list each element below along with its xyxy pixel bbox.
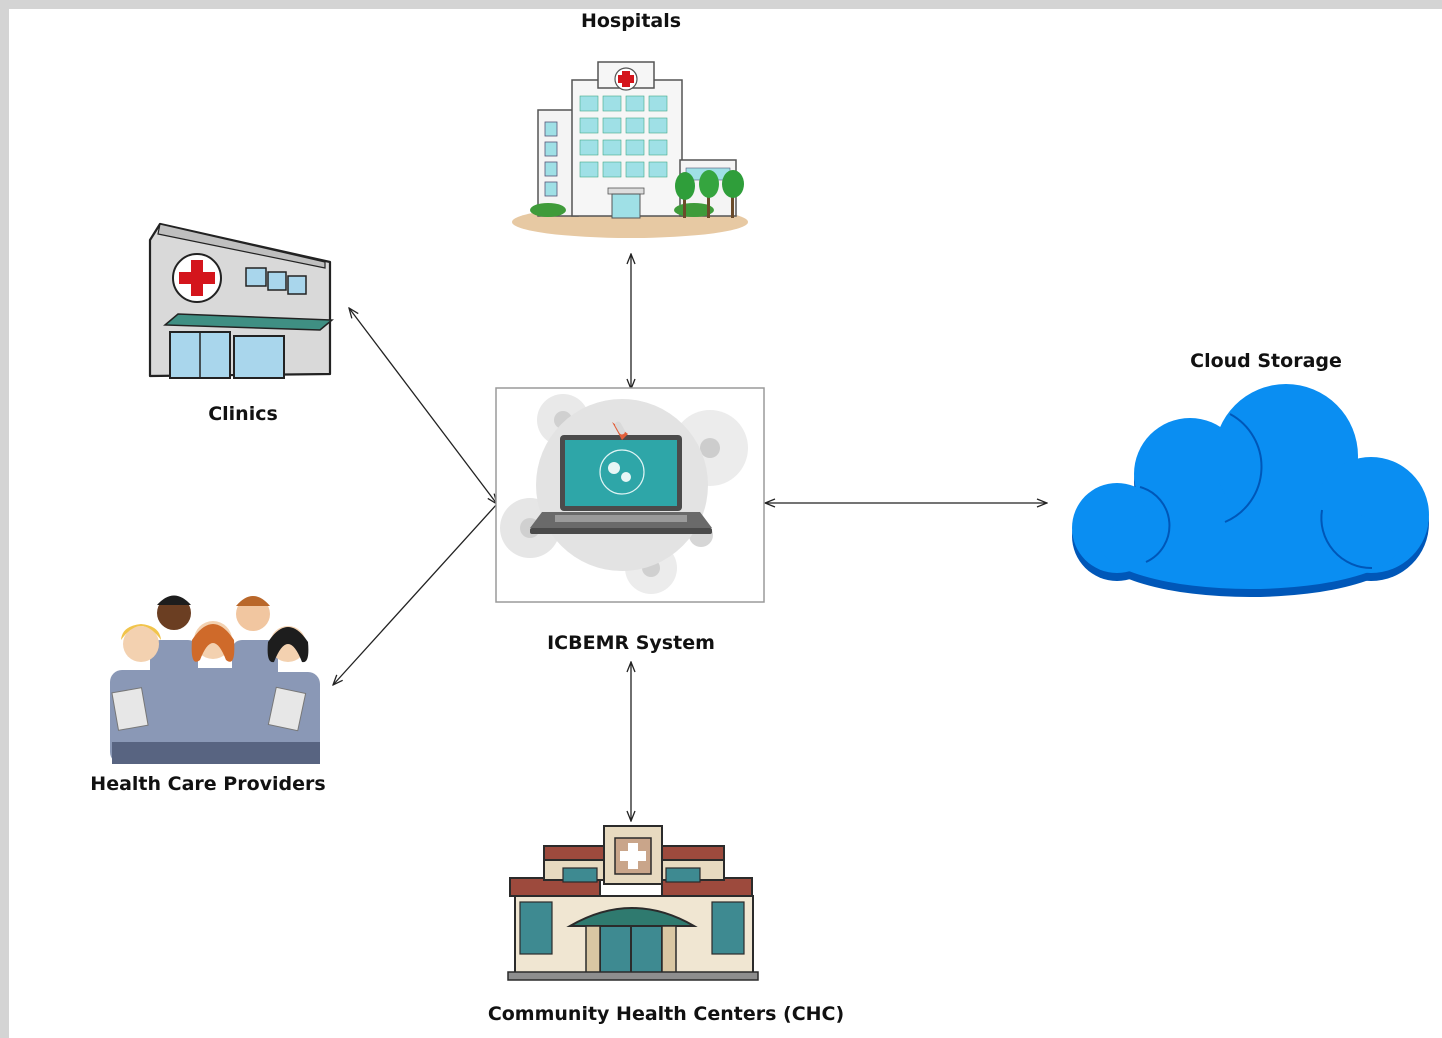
clinics-label: Clinics [208,403,278,425]
connectors [333,254,1047,821]
hospital-building-icon [512,61,748,238]
community-health-centers-label: Community Health Centers (CHC) [487,1003,845,1025]
community-health-center-icon [507,825,759,981]
frame-left-border [0,0,9,1038]
cloud-storage-label: Cloud Storage [1190,350,1342,372]
connector-icbemr-clinics [349,308,497,504]
connector-icbemr-providers [333,503,498,685]
health-care-providers-label: Health Care Providers [90,773,326,795]
laptop-gears-icon [495,387,765,603]
clinic-building-icon [148,222,334,379]
frame-top-border [0,0,1442,9]
icbemr-system-label: ICBEMR System [547,632,715,654]
medical-staff-icon [110,595,320,764]
cloud-icon [1072,384,1429,597]
hospitals-label: Hospitals [580,10,682,32]
